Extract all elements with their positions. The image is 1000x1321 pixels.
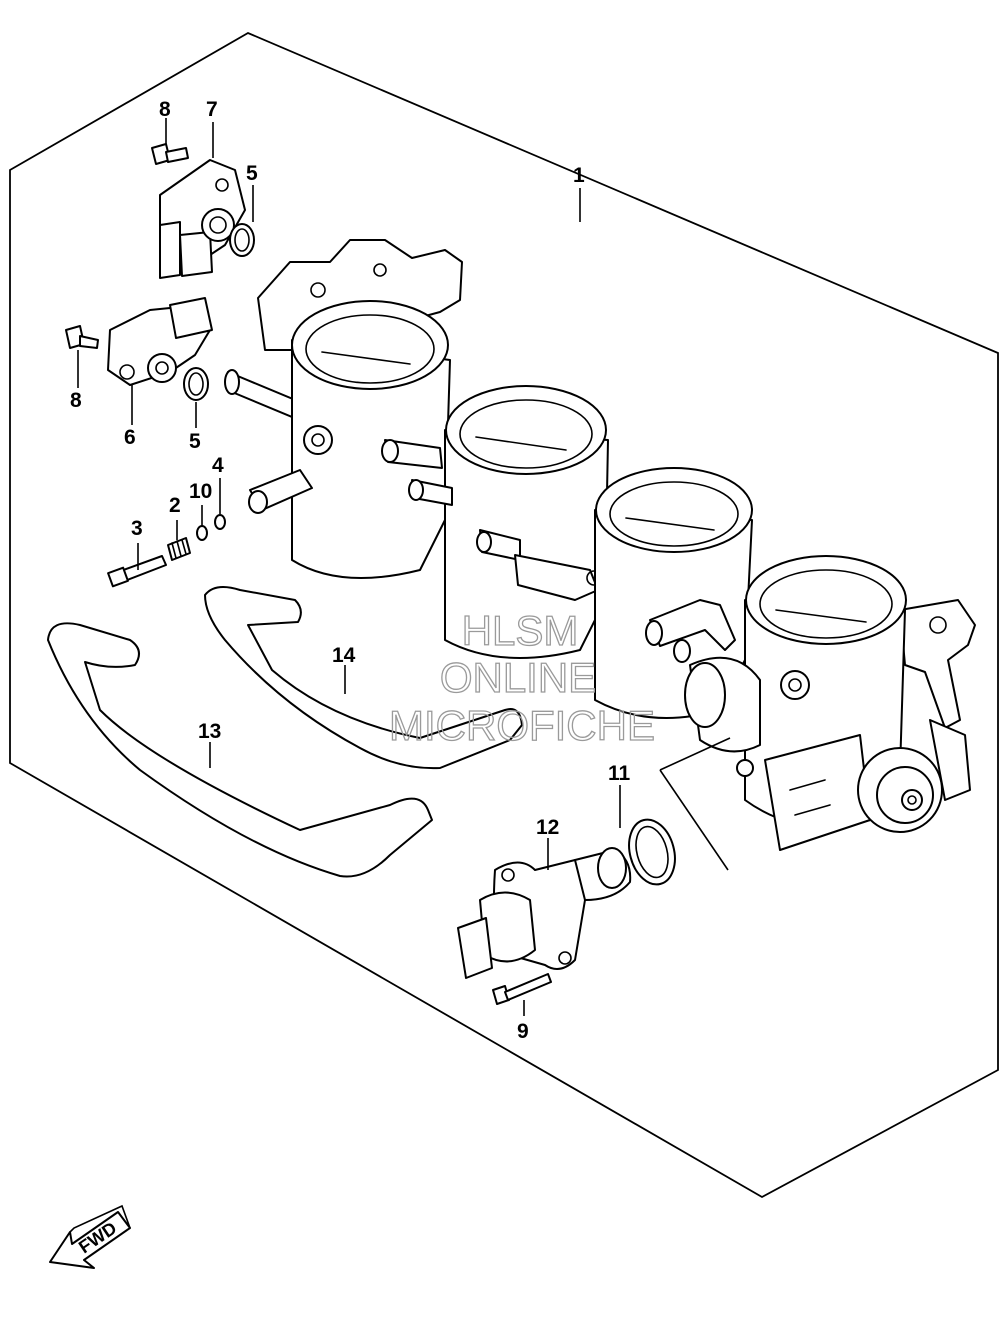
label-part-5-upper: 5 — [246, 162, 258, 185]
label-part-14: 14 — [332, 644, 356, 667]
throttle-linkage — [899, 599, 976, 729]
label-part-1: 1 — [573, 164, 585, 187]
label-part-6: 6 — [124, 426, 136, 449]
adjust-screw-3 — [107, 555, 167, 588]
o-ring-5-lower — [183, 367, 209, 401]
screw-8-upper — [151, 143, 189, 165]
spring-2 — [167, 537, 191, 561]
throttle-bore-1 — [248, 300, 451, 579]
label-part-13: 13 — [198, 720, 221, 743]
o-ring-11 — [628, 818, 676, 886]
throttle-bore-4 — [684, 555, 971, 851]
forward-direction-indicator: FWD — [49, 1204, 131, 1269]
watermark: HLSM ONLINE MICROFICHE — [388, 606, 655, 749]
label-part-4: 4 — [212, 454, 224, 477]
label-part-8-lower: 8 — [70, 389, 82, 412]
o-ring-4 — [214, 514, 226, 530]
throttle-body-assembly — [224, 239, 976, 871]
hose-13 — [47, 622, 433, 878]
screw-8-lower — [65, 325, 99, 349]
screw-9 — [492, 973, 552, 1005]
label-part-9: 9 — [517, 1020, 529, 1043]
watermark-line-1: HLSM — [462, 607, 579, 654]
label-part-8-upper: 8 — [159, 98, 171, 121]
watermark-line-2: ONLINE — [440, 654, 596, 701]
label-part-12: 12 — [536, 816, 559, 839]
hose-14 — [204, 585, 523, 770]
label-part-11: 11 — [608, 762, 631, 785]
label-part-10: 10 — [189, 480, 212, 503]
washer-10 — [196, 525, 208, 541]
label-part-5-lower: 5 — [189, 430, 201, 453]
fwd-arrow-icon — [49, 1211, 131, 1269]
throttle-position-sensor — [159, 159, 246, 279]
watermark-line-3: MICROFICHE — [389, 702, 655, 749]
secondary-throttle-sensor — [107, 297, 213, 386]
label-part-2: 2 — [169, 494, 181, 517]
throttle-bore-2 — [381, 385, 609, 659]
o-ring-5-upper — [229, 223, 255, 257]
label-part-7: 7 — [206, 98, 218, 121]
label-part-3: 3 — [131, 517, 143, 540]
idle-speed-control-valve — [457, 847, 632, 979]
assembly-frame — [9, 31, 999, 1199]
leader-lines — [77, 118, 621, 1016]
